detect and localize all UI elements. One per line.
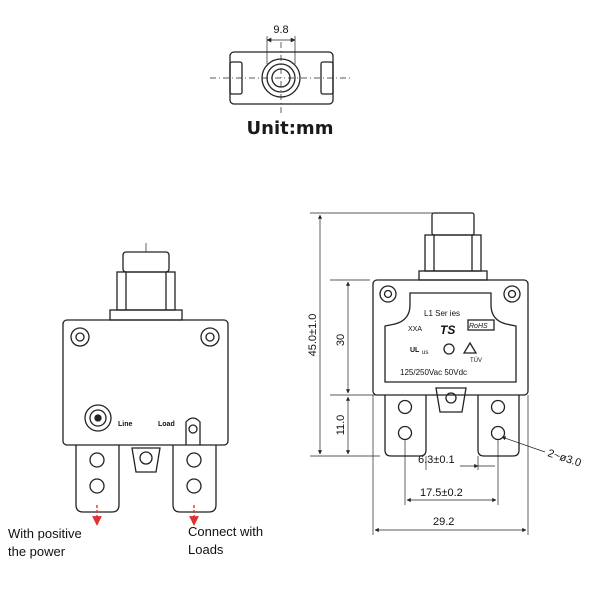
dim-9-8: 9.8 xyxy=(273,24,288,36)
left-view xyxy=(62,243,229,513)
dim-29-2: 29.2 xyxy=(433,516,454,528)
label-line: Line xyxy=(118,421,132,428)
label-rating: 125/250Vac 50Vdc xyxy=(400,368,467,377)
label-load: Load xyxy=(158,421,175,428)
right-view xyxy=(372,212,529,457)
unit-label: Unit:mm xyxy=(246,118,334,139)
note-loads-line-2: Loads xyxy=(188,542,224,557)
right-dimensions xyxy=(310,212,546,535)
dim-hole: 2~ø3.0 xyxy=(546,447,583,469)
label-series: L1 Ser ies xyxy=(424,309,460,318)
dim-6-3: 6.3±0.1 xyxy=(418,454,455,466)
us-logo: us xyxy=(422,350,428,356)
note-power: With positive the power xyxy=(8,525,82,561)
note-power-line-2: the power xyxy=(8,544,66,559)
note-loads-line-1: Connect with xyxy=(188,524,264,539)
tuv-logo: TÜV xyxy=(470,357,482,364)
note-loads: Connect with Loads xyxy=(188,523,263,559)
label-code: XXA xyxy=(408,326,422,333)
dim-45: 45.0±1.0 xyxy=(307,314,319,357)
ul-logo: UL xyxy=(410,347,420,354)
note-power-line-1: With positive xyxy=(8,526,82,541)
rohs-logo: RoHS xyxy=(469,323,488,330)
dim-17-5: 17.5±0.2 xyxy=(420,487,463,499)
dim-30: 30 xyxy=(335,334,347,346)
ts-logo: TS xyxy=(440,323,455,337)
top-view xyxy=(210,36,352,114)
dim-11: 11.0 xyxy=(335,415,347,436)
